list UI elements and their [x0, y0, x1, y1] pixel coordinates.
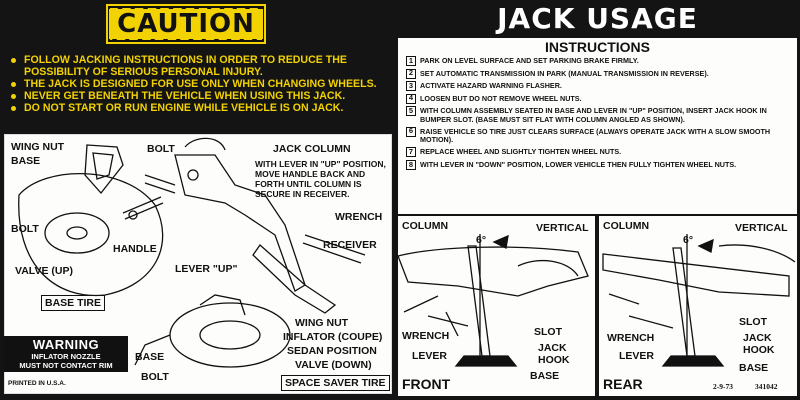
front-jack-label: JACK — [538, 342, 567, 354]
front-angle-label: 6° — [476, 234, 487, 246]
front-title: FRONT — [402, 376, 451, 392]
rear-lever-label: LEVER — [619, 350, 655, 362]
instruction-step: 3 Activate hazard warning flasher. — [406, 81, 791, 91]
step-text: Raise vehicle so tire just clears surfac… — [420, 126, 771, 145]
printed-in-usa: PRINTED IN U.S.A. — [8, 380, 66, 387]
rear-view: COLUMN 6° VERTICAL SLOT WRENCH JACK HOOK… — [599, 216, 797, 396]
label-wing-nut: WING NUT — [11, 141, 65, 153]
front-wrench-label: WRENCH — [402, 330, 450, 342]
step-number: 1 — [406, 56, 416, 66]
instructions-title: INSTRUCTIONS — [545, 39, 650, 55]
rear-wrench-label: WRENCH — [607, 332, 655, 344]
rear-vertical-label: VERTICAL — [735, 222, 788, 234]
front-view: COLUMN 6° VERTICAL WRENCH SLOT LEVER JAC… — [398, 216, 595, 396]
jack-position-views: COLUMN 6° VERTICAL WRENCH SLOT LEVER JAC… — [398, 216, 797, 396]
caution-list: Follow jacking instructions in order to … — [8, 54, 390, 114]
front-column-label: COLUMN — [402, 220, 449, 232]
label-base: BASE — [11, 155, 41, 167]
label-spare-bolt: BOLT — [141, 371, 169, 383]
label-space-saver-tire: SPACE SAVER TIRE — [281, 375, 390, 391]
step-text: Loosen but do not remove wheel nuts. — [420, 93, 582, 103]
warning-line-2: MUST NOT CONTACT RIM — [19, 361, 113, 370]
rear-angle-label: 6° — [683, 234, 694, 246]
rear-part-number: 341042 — [755, 382, 778, 391]
rear-hook-label: HOOK — [743, 344, 775, 356]
label-handle: HANDLE — [113, 243, 157, 255]
step-number: 2 — [406, 68, 416, 79]
label-jack-column: JACK COLUMN — [273, 143, 351, 155]
instruction-step: 1 Park on level surface and set parking b… — [406, 56, 791, 66]
caution-item: The jack is designed for use only when c… — [8, 78, 390, 90]
rear-slot-label: SLOT — [739, 316, 767, 328]
label-bolt-left: BOLT — [11, 223, 39, 235]
jack-usage-panel: JACK USAGE INSTRUCTIONS 1 Park on level s… — [395, 0, 800, 400]
label-spare-base: BASE — [135, 351, 165, 363]
label-lever-up: LEVER "UP" — [175, 263, 238, 275]
front-base-label: BASE — [530, 370, 560, 382]
rear-jack-illustration — [602, 234, 796, 367]
label-wrench: WRENCH — [335, 211, 383, 223]
front-lever-label: LEVER — [412, 350, 448, 362]
label-valve-down: VALVE (DOWN) — [295, 359, 372, 371]
front-vertical-label: VERTICAL — [536, 222, 589, 234]
caution-item: Follow jacking instructions in order to … — [8, 54, 390, 78]
step-number: 8 — [406, 160, 416, 170]
caution-badge-label: CAUTION — [109, 9, 263, 39]
step-text: With lever in "down" position, lower veh… — [420, 159, 737, 169]
step-text: Replace wheel and slightly tighten wheel… — [420, 147, 622, 157]
label-bolt-top: BOLT — [147, 143, 175, 155]
label-spare-wing-nut: WING NUT — [295, 317, 349, 329]
instruction-step: 6 Raise vehicle so tire just clears surfa… — [406, 126, 791, 145]
step-text: Activate hazard warning flasher. — [420, 81, 562, 90]
step-number: 3 — [406, 81, 416, 91]
jack-assembly-illustration — [18, 137, 366, 368]
step-number: 6 — [406, 127, 416, 137]
instruction-step: 2 Set automatic transmission in park (man… — [406, 68, 791, 79]
instruction-step: 7 Replace wheel and slightly tighten whee… — [406, 147, 791, 158]
rear-base-label: BASE — [739, 362, 769, 374]
caution-item: Never get beneath the vehicle when using… — [8, 90, 390, 102]
caution-badge: CAUTION — [106, 4, 266, 44]
instruction-step: 4 Loosen but do not remove wheel nuts. — [406, 93, 791, 104]
label-receiver: RECEIVER — [323, 239, 377, 251]
step-number: 4 — [406, 93, 416, 104]
instruction-steps: 1 Park on level surface and set parking b… — [398, 55, 797, 170]
instruction-step: 8 With lever in "down" position, lower ve… — [406, 159, 791, 170]
caution-panel: CAUTION Follow jacking instructions in o… — [0, 0, 395, 400]
rear-date-code: 2-9-73 — [713, 382, 733, 391]
front-hook-label: HOOK — [538, 354, 570, 366]
step-number: 5 — [406, 106, 416, 116]
rear-title: REAR — [603, 376, 643, 392]
front-jack-illustration — [398, 234, 589, 367]
label-inflator: INFLATOR (COUPE) — [283, 331, 383, 343]
rear-column-label: COLUMN — [603, 220, 650, 232]
label-lever-note: WITH LEVER IN "UP" POSITION, MOVE HANDLE… — [255, 159, 386, 199]
instructions-box: INSTRUCTIONS 1 Park on level surface and … — [398, 38, 797, 214]
label-sedan-position: SEDAN POSITION — [287, 345, 377, 357]
step-number: 7 — [406, 147, 416, 158]
warning-title: WARNING — [32, 337, 100, 352]
warning-box: WARNING INFLATOR NOZZLE MUST NOT CONTACT… — [4, 336, 128, 372]
rear-jack-label: JACK — [743, 332, 772, 344]
label-base-tire: BASE TIRE — [41, 295, 106, 311]
warning-line-1: INFLATOR NOZZLE — [31, 352, 101, 361]
instruction-step: 5 With column assembly seated in base and… — [406, 106, 791, 124]
jack-usage-title: JACK USAGE — [497, 2, 698, 35]
step-text: Set automatic transmission in park (manu… — [420, 68, 709, 78]
step-text: With column assembly seated in base and … — [420, 106, 767, 124]
step-text: Park on level surface and set parking br… — [420, 56, 639, 65]
front-slot-label: SLOT — [534, 326, 562, 338]
label-valve-up: VALVE (UP) — [15, 265, 73, 277]
caution-item: Do not start or run engine while vehicle… — [8, 102, 390, 114]
